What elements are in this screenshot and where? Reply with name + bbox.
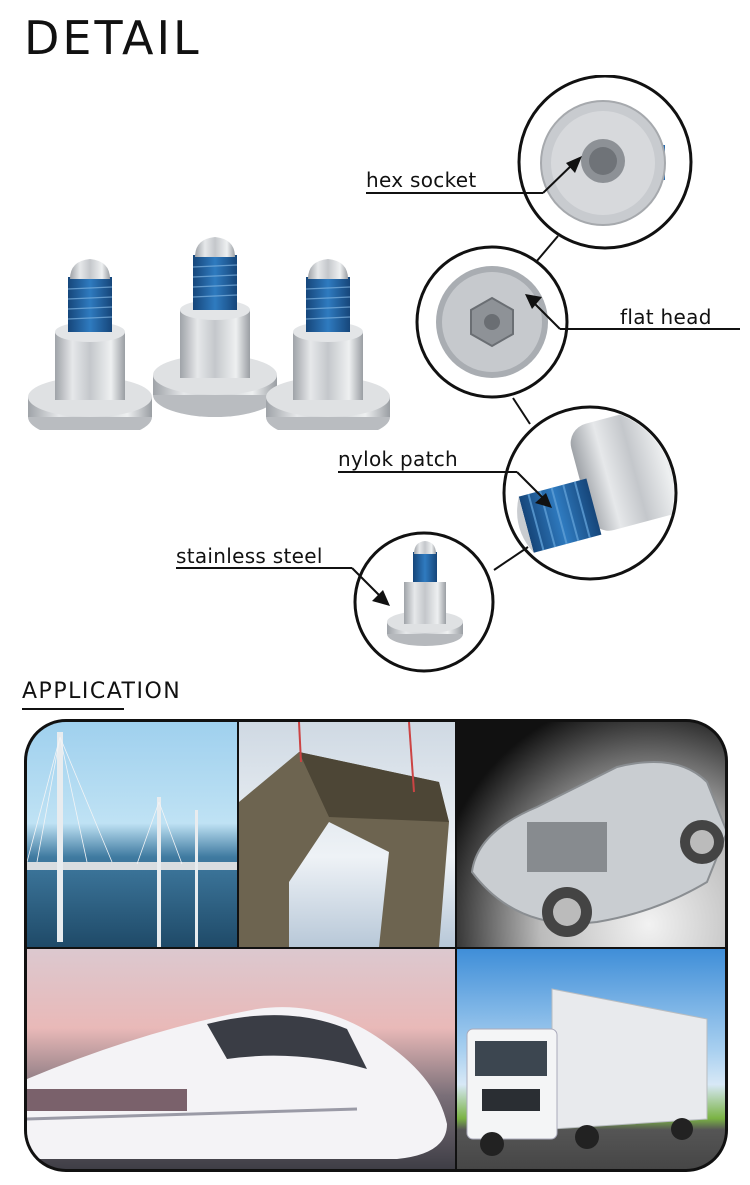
application-collage — [24, 719, 728, 1172]
application-image-car — [457, 722, 725, 947]
callout-circle-flat-head — [415, 245, 569, 399]
callout-circle-stainless-steel — [353, 531, 495, 673]
application-image-building — [239, 722, 455, 947]
detail-title: DETAIL — [24, 11, 202, 65]
application-title: APPLICATION — [22, 679, 182, 704]
application-image-truck — [457, 949, 725, 1169]
application-image-bridge — [27, 722, 237, 947]
application-title-underline — [22, 708, 124, 710]
callout-circle-hex-socket — [517, 75, 693, 250]
callout-label-stainless-steel: stainless steel — [176, 544, 323, 568]
product-photo-three-screws — [27, 236, 391, 430]
callout-label-nylok-patch: nylok patch — [338, 447, 459, 471]
application-image-train — [27, 949, 455, 1169]
callout-label-flat-head: flat head — [620, 305, 712, 329]
callout-label-hex-socket: hex socket — [366, 168, 477, 192]
callout-circle-nylok-patch — [502, 405, 678, 581]
